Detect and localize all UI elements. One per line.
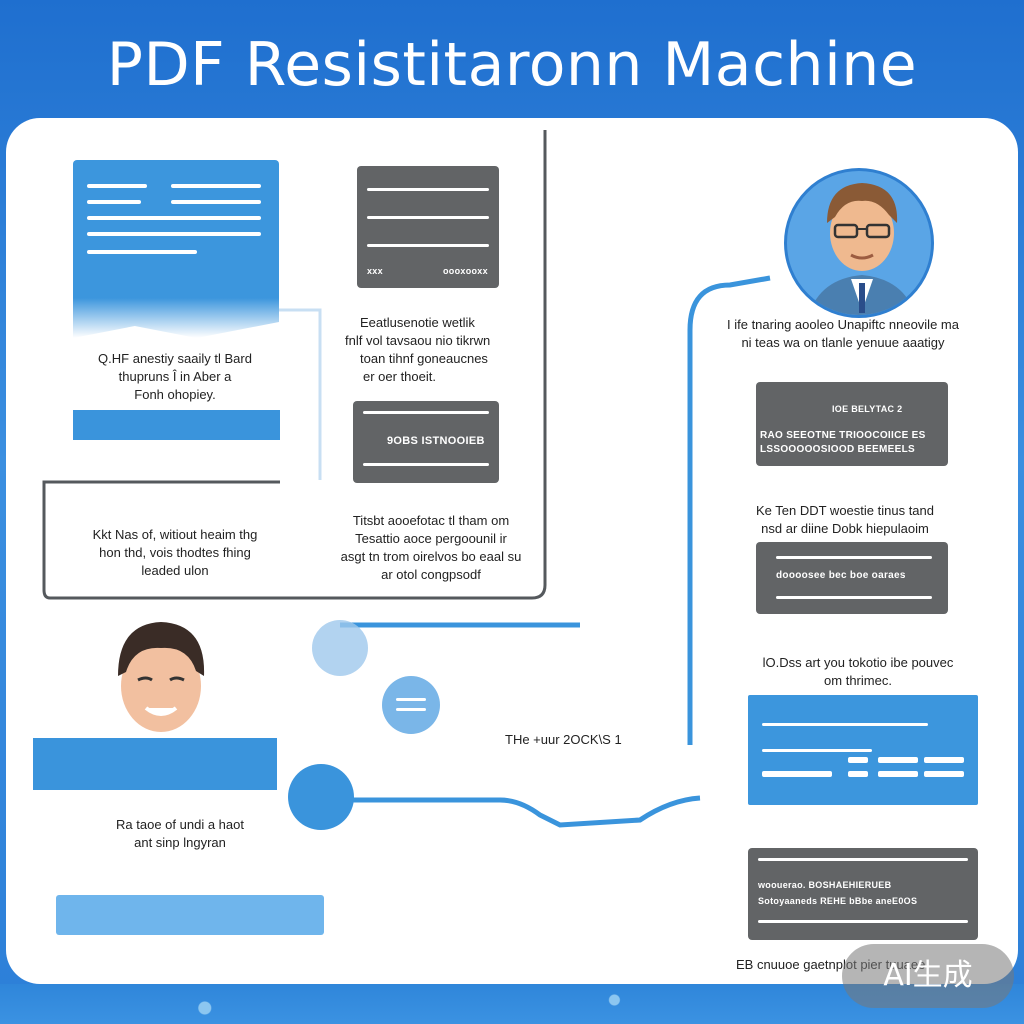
middle-card-top: xxx oooxooxx: [357, 166, 499, 288]
person-input[interactable]: [56, 895, 324, 935]
doc-caption: Q.HF anestiy saaily tl Bard thupruns Î i…: [98, 351, 252, 402]
right-card-blue: [748, 695, 978, 805]
middle-caption-1: Eeatlusenotie wetlik fnlf vol tavsaou ni…: [345, 315, 491, 384]
connector-label: THe +uur 2OCK\S 1: [505, 732, 622, 747]
right-caption-3: lO.Dss art you tokotio ibe pouvec om thr…: [762, 655, 954, 688]
avatar-caption: I ife tnaring aooleo Unapiftc nneovile m…: [727, 317, 959, 350]
middle-card-bottom: 9OBS ISTNOOIEB: [353, 401, 499, 483]
avatar: [108, 616, 214, 734]
ai-watermark: AI生成: [842, 944, 1014, 1008]
node-circle-3: [288, 764, 354, 830]
doc-bar: [73, 410, 280, 440]
document-card: [73, 160, 279, 308]
right-caption-2: Ke Ten DDT woestie tinus tand nsd ar dii…: [755, 503, 934, 536]
node-circle-1: [312, 620, 368, 676]
avatar: [784, 168, 934, 318]
page-title: PDF Resistitaronn Machine: [106, 30, 918, 100]
right-card-2: doooosee bec boe oaraes: [756, 542, 948, 614]
right-card-1: IOE BELYTAC 2 RAO SEEOTNE TRIOOCOIICE ES…: [756, 382, 948, 466]
middle-caption-2: Titsbt aooefotac tl tham om Tesattio aoc…: [340, 513, 522, 582]
node-circle-2: [382, 676, 440, 734]
person-bar: [33, 738, 277, 790]
person-caption: Ra taoe of undi a haot ant sinp lngyran: [116, 817, 244, 850]
right-card-4: woouerao. BOSHAEHIERUEB Sotoyaaneds REHE…: [748, 848, 978, 940]
box-caption: Kkt Nas of, witiout heaim thg hon thd, v…: [92, 527, 258, 578]
